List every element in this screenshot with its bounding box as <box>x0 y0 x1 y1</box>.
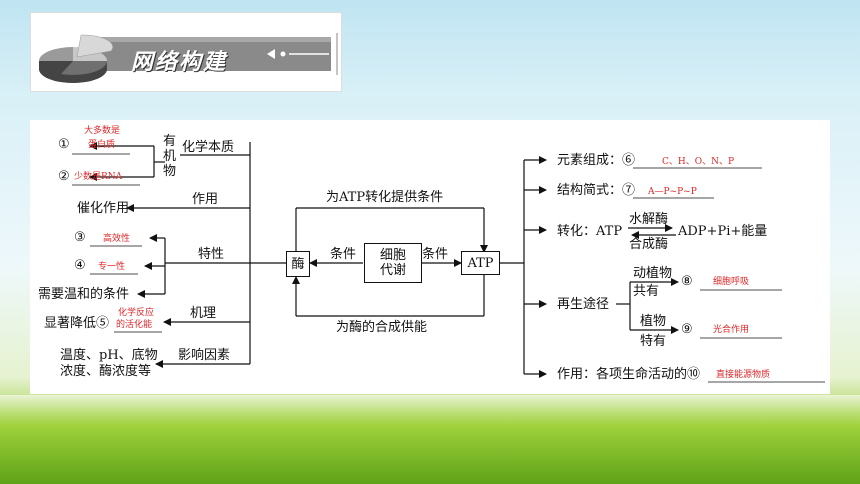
condition-left-label: 条件 <box>330 247 357 262</box>
property-label: 特性 <box>198 247 225 262</box>
top-loop-label: 为ATP转化提供条件 <box>326 190 444 205</box>
grass-background <box>0 395 860 484</box>
factor-list-line1: 温度、pH、底物 <box>60 348 158 363</box>
blank-7-answer: A—P~P~P <box>648 187 697 197</box>
mild-conditions-text: 需要温和的条件 <box>38 287 130 302</box>
chem-nature-label: 化学本质 <box>182 140 235 155</box>
header-graphic <box>39 33 338 83</box>
arrow-left-icon <box>267 49 275 59</box>
shared-label: 共有 <box>633 284 660 299</box>
plant-label: 植物 <box>640 314 667 329</box>
blank-8-marker: ⑧ <box>681 274 693 289</box>
role-label: 作用：各项生命活动的⑩ <box>557 367 701 382</box>
blank-10-answer: 直接能源物质 <box>716 370 771 380</box>
organic-char-2: 机 <box>163 149 177 164</box>
blank-1-marker: ① <box>58 137 70 152</box>
blank-9-answer: 光合作用 <box>713 325 750 335</box>
function-label: 作用 <box>192 192 219 207</box>
enzyme-box: 酶 <box>286 251 310 277</box>
organic-char-1: 有 <box>163 134 177 149</box>
pie-icon <box>39 47 73 61</box>
cell-metabolism-box: 细胞 代谢 <box>364 243 422 283</box>
blank-5-answer-line2: 的活化能 <box>116 320 153 330</box>
hydrolase-label: 水解酶 <box>629 212 669 227</box>
regeneration-label: 再生途径 <box>557 297 610 312</box>
catalysis-text: 催化作用 <box>77 201 130 216</box>
mechanism-label: 机理 <box>190 306 217 321</box>
blank-2-marker: ② <box>58 169 70 184</box>
condition-right-label: 条件 <box>422 247 449 262</box>
blank-4-marker: ④ <box>74 258 86 273</box>
concept-map-lines <box>72 142 825 383</box>
factors-label: 影响因素 <box>178 348 231 363</box>
animal-plant-label: 动植物 <box>633 266 673 281</box>
page-title: 网络构建 <box>131 50 228 75</box>
header-banner: 网络构建 <box>30 12 342 92</box>
elements-label: 元素组成：⑥ <box>557 153 636 168</box>
unique-label: 特有 <box>640 334 667 349</box>
synthase-label: 合成酶 <box>629 237 669 252</box>
concept-map-panel: 化学本质 有 机 物 ① 大多数是 蛋白质 ② 少数是RNA 作用 催化作用 特… <box>30 120 830 394</box>
blank-9-marker: ⑨ <box>681 322 693 337</box>
organic-char-3: 物 <box>163 164 177 179</box>
products-text: ADP+Pi+能量 <box>678 224 768 239</box>
factor-list-line2: 浓度、酶浓度等 <box>60 364 152 379</box>
title-bar <box>93 37 331 71</box>
blank-2-answer: 少数是RNA <box>74 172 123 182</box>
blank-1-answer-line1: 大多数是 <box>84 126 121 136</box>
bottom-loop-label: 为酶的合成供能 <box>336 320 428 335</box>
blank-4-answer: 专一性 <box>98 262 126 272</box>
blank-6-answer: C、H、O、N、P <box>662 157 735 167</box>
atp-box: ATP <box>461 251 500 275</box>
structure-label: 结构简式：⑦ <box>557 183 636 198</box>
conversion-label: 转化：ATP <box>557 224 623 239</box>
blank-5-answer-line1: 化学反应 <box>118 308 155 318</box>
blank-1-answer-line2: 蛋白质 <box>88 140 116 150</box>
blank-3-answer: 高效性 <box>103 234 131 244</box>
cell-metabolism-line2: 代谢 <box>379 263 406 278</box>
blank-8-answer: 细胞呼吸 <box>713 277 750 287</box>
lower-activation-text: 显著降低⑤ <box>44 316 110 331</box>
cell-metabolism-line1: 细胞 <box>379 248 406 263</box>
blank-3-marker: ③ <box>74 230 86 245</box>
